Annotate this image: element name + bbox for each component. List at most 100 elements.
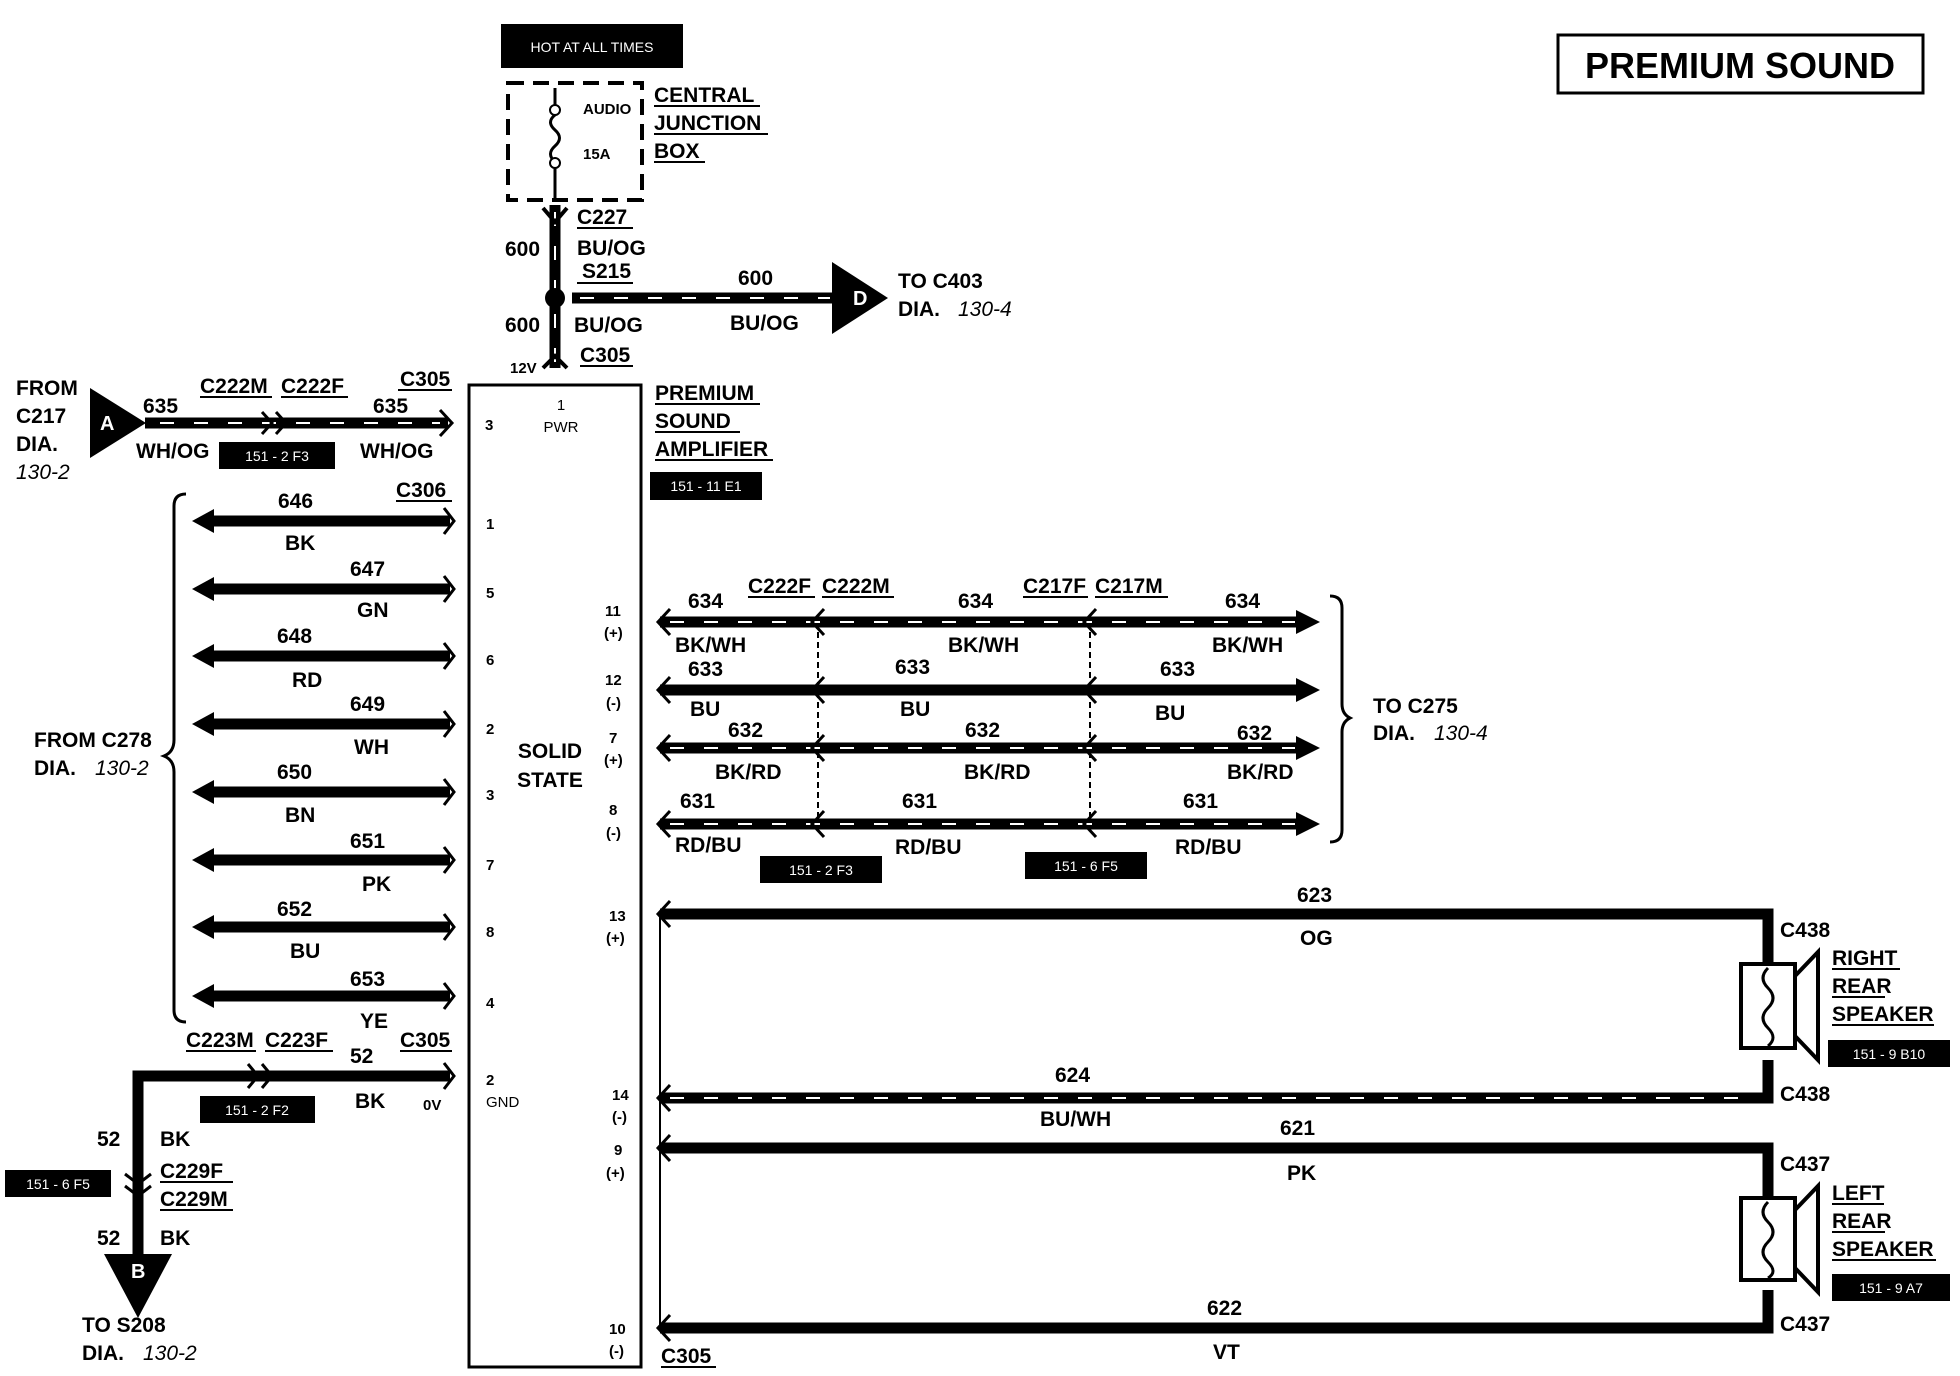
wire-622-color: VT [1213,1341,1240,1364]
wire-632-color-1: BK/RD [715,761,782,784]
wire-632-color-3: BK/RD [1227,761,1294,784]
wire-622-num: 622 [1207,1297,1242,1320]
c275-brace [1329,594,1354,844]
wire-621 [660,1142,1774,1196]
wire-649-pin: 2 [486,721,494,738]
wire-635-color-right: WH/OG [360,440,434,463]
power-wire-color-bottom: BU/OG [574,314,643,337]
wire-624-pin: 14 [612,1087,629,1104]
wire-632-color-2: BK/RD [964,761,1031,784]
wire-653-color: YE [360,1010,388,1033]
wire-646-pin: 1 [486,516,494,533]
c278-wire-649: 649 WH 2 [192,693,494,759]
wire-633-pin: 12 [605,672,622,689]
wire-632-num-2: 632 [965,719,1000,742]
wire-651-pin: 7 [486,857,494,874]
ground-0v: 0V [423,1097,441,1114]
left-speaker-connector-bottom: C437 [1780,1313,1830,1336]
c403-dia: DIA. [898,298,940,321]
wire-633-pol: (-) [606,695,621,712]
ground-ref2: 151 - 6 F5 [26,1176,90,1192]
input-c222m: C222M [200,375,268,398]
ground-wire-num-top: 52 [350,1045,373,1068]
ground-wire-52 [132,1070,450,1268]
c278-wire-650: 650 BN 3 [192,761,494,827]
wire-633-color-3: BU [1155,702,1185,725]
input-c305: C305 [400,368,451,391]
out-c217f: C217F [1023,575,1086,598]
wire-649-color: WH [354,736,389,759]
wire-631-num-3: 631 [1183,790,1218,813]
c278-label: FROM C278 [34,729,152,752]
c278-wire-651: 651 PK 7 [192,830,494,896]
fuse-icon [549,88,561,200]
junction-box-line3: BOX [654,140,700,163]
input-ref: 151 - 2 F3 [245,448,309,464]
wire-624-num: 624 [1055,1064,1090,1087]
c278-wire-646: 646 BK 1 [192,490,494,555]
c275-dia-num: 130-4 [1434,722,1488,745]
wire-648-num: 648 [277,625,312,648]
input-c222f: C222F [281,375,344,398]
wire-631-color-3: RD/BU [1175,836,1242,859]
wire-634-pol: (+) [604,625,623,642]
power-wire-num-top: 600 [505,238,540,261]
wire-621-pin: 9 [614,1142,622,1159]
left-speaker-ref-tag [1832,1274,1950,1301]
ground-wire-color-mid: BK [160,1128,190,1151]
c278-wire-653: 653 YE 4 [192,968,495,1033]
junction-box-line2: JUNCTION [654,112,761,135]
wire-649-num: 649 [350,693,385,716]
connector-c227: C227 [577,206,627,229]
right-speaker-line3: SPEAKER [1832,1003,1934,1026]
wire-651-num: 651 [350,830,385,853]
wire-623-pol: (+) [606,930,625,947]
wire-631-pin: 8 [609,802,617,819]
ground-c223m: C223M [186,1029,254,1052]
s208-dia: DIA. [82,1342,124,1365]
out-c222m: C222M [822,575,890,598]
output-ref1: 151 - 2 F3 [789,862,853,878]
s208-dia-num: 130-2 [143,1342,197,1365]
right-speaker-icon [1739,947,1820,1065]
wire-633-color-1: BU [690,698,720,721]
c275-dia: DIA. [1373,722,1415,745]
wire-651-color: PK [362,873,391,896]
wire-622-pin: 10 [609,1321,626,1338]
left-speaker-line1: LEFT [1832,1182,1885,1205]
input-pin: 3 [485,417,493,434]
ground-ref: 151 - 2 F2 [225,1102,289,1118]
right-speaker-line2: REAR [1832,975,1892,998]
ground-wire-num-mid: 52 [97,1128,120,1151]
ground-ref2-tag [5,1170,111,1197]
voltage-12v: 12V [510,360,537,377]
wire-631-color-1: RD/BU [675,834,742,857]
left-speaker-connector-top: C437 [1780,1153,1830,1176]
wire-646-color: BK [285,532,315,555]
page-title: PREMIUM SOUND [1585,45,1895,86]
wire-623-color: OG [1300,927,1333,950]
right-speaker-ref: 151 - 9 B10 [1853,1046,1926,1062]
input-ref-tag [219,442,335,469]
wire-622-pol: (-) [609,1343,624,1360]
c278-wire-648: 648 RD 6 [192,625,494,692]
ground-c229m: C229M [160,1188,228,1211]
wire-635-num-left: 635 [143,395,178,418]
solid-state-line1: SOLID [518,740,582,763]
wire-648-pin: 6 [486,652,494,669]
to-s208-label: TO S208 [82,1314,166,1337]
solid-state-line2: STATE [517,769,583,792]
title-box: PREMIUM SOUND [1556,33,1925,95]
wire-623-num: 623 [1297,884,1332,907]
wire-634-color-1: BK/WH [675,634,746,657]
fuse-name: AUDIO [583,101,632,118]
wire-650-color: BN [285,804,315,827]
output-wire-634: 634 634 634 BK/WH BK/WH BK/WH 11 (+) [604,590,1320,657]
amp-pin-1: 1 [557,397,565,414]
right-speaker-connector-bottom: C438 [1780,1083,1831,1106]
wire-631-num-2: 631 [902,790,937,813]
connector-d-arrow [832,262,888,334]
output-wire-633: 633 633 633 BU BU BU 12 (-) [605,656,1320,725]
wire-600-num: 600 [738,267,773,290]
wire-634-pin: 11 [605,603,621,620]
